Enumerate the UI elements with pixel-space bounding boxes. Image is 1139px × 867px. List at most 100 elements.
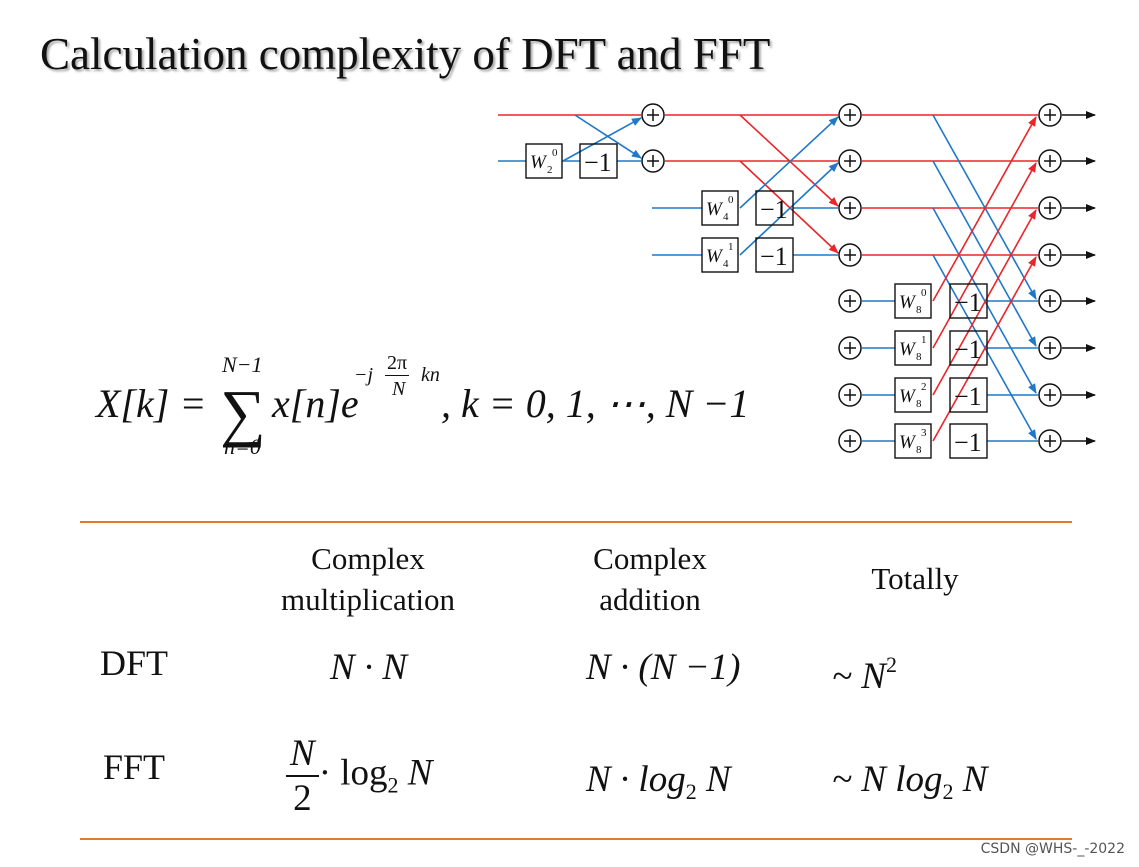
fft-mult-end: N (398, 752, 433, 794)
adder-node (838, 336, 862, 360)
negate-box: −1 (949, 377, 988, 413)
twiddle-label: W (706, 199, 724, 220)
fft-mult-num: N (286, 732, 319, 777)
fft-total: ~ N log2 N (832, 758, 987, 805)
formula-sum-lower: n=0 (224, 434, 261, 459)
signal-line (932, 116, 1037, 302)
formula-range: , k = 0, 1, ⋯, N −1 (441, 381, 750, 426)
negate-label: −1 (584, 148, 612, 177)
twiddle-sup: 0 (552, 147, 558, 159)
watermark: CSDN @WHS-_-2022 (980, 841, 1125, 857)
fft-total-main: ~ N log (832, 759, 943, 800)
signal-line (932, 209, 1037, 396)
butterfly-lines (498, 111, 1096, 445)
adder-node (1038, 429, 1062, 453)
adder-node (1038, 103, 1062, 127)
twiddle-sup: 2 (921, 381, 927, 393)
negate-label: −1 (954, 428, 982, 457)
twiddle-label: W (530, 152, 548, 173)
adder-node (838, 243, 862, 267)
negate-box: −1 (949, 283, 988, 319)
row-label-dft: DFT (100, 643, 169, 683)
adder-node (1038, 383, 1062, 407)
table-top-rule (80, 521, 1072, 523)
formula-exp-frac-den: N (392, 378, 406, 400)
adder-node (1038, 289, 1062, 313)
adder-node (838, 289, 862, 313)
signal-line (739, 116, 839, 209)
twiddle-sup: 0 (921, 287, 927, 299)
fft-mult-log: · log (318, 752, 388, 794)
dft-formula: X[k] = ∑ N−1 n=0 x[n]e −j 2π N kn , k = … (96, 352, 756, 459)
formula-sum-upper: N−1 (222, 352, 263, 377)
fft-add: N · log2 N (586, 758, 731, 805)
adder-node (838, 196, 862, 220)
formula-exponent: −j (354, 364, 374, 386)
signal-line (739, 162, 839, 256)
twiddle-sup: 1 (728, 241, 734, 253)
table-bottom-rule (80, 838, 1072, 840)
adder-node (1038, 243, 1062, 267)
fft-mult-den: 2 (293, 778, 312, 819)
negate-box: −1 (755, 190, 794, 226)
fft-add-end: N (696, 759, 731, 800)
dft-total-main: ~ N (832, 656, 886, 697)
col-header-line: Complex (311, 541, 425, 576)
adder-node (838, 149, 862, 173)
fft-mult: N 2 · log2 N (286, 732, 432, 820)
twiddle-label: W (706, 246, 724, 267)
fft-total-end: N (953, 759, 988, 800)
formula-exp-tail: kn (421, 364, 440, 386)
col-header-totally: Totally (850, 558, 980, 599)
negate-label: −1 (954, 335, 982, 364)
adder-node (641, 103, 665, 127)
negate-label: −1 (760, 242, 788, 271)
signal-line (739, 160, 839, 254)
signal-line (739, 114, 839, 207)
adder-node (1038, 149, 1062, 173)
fft-add-sub: 2 (685, 779, 697, 804)
adder-node (641, 149, 665, 173)
col-header-line: Totally (871, 561, 959, 596)
adder-node (1038, 196, 1062, 220)
twiddle-sub: 8 (916, 351, 922, 363)
col-header-multiplication: Complex multiplication (248, 538, 488, 620)
twiddle-sub: 8 (916, 304, 922, 316)
negate-label: −1 (954, 288, 982, 317)
signal-line (932, 114, 1037, 300)
fft-mult-sub: 2 (387, 772, 399, 798)
negate-label: −1 (760, 195, 788, 224)
signal-line (562, 117, 642, 162)
twiddle-sub: 2 (547, 164, 553, 176)
twiddle-label: W (899, 292, 917, 313)
negate-box: −1 (579, 143, 618, 179)
twiddle-sub: 8 (916, 398, 922, 410)
col-header-line: addition (599, 582, 701, 617)
dft-mult: N · N (330, 647, 408, 688)
twiddle-label: W (899, 386, 917, 407)
adder-node (1038, 336, 1062, 360)
butterfly-adders (641, 103, 1062, 453)
dft-total-exp: 2 (885, 652, 897, 677)
col-header-line: multiplication (281, 582, 455, 617)
dft-total: ~ N2 (832, 652, 897, 698)
dft-add: N · (N −1) (586, 647, 741, 688)
twiddle-sub: 4 (723, 258, 729, 270)
fft-add-main: N · log (586, 759, 686, 800)
adder-node (838, 383, 862, 407)
fft-total-sub: 2 (942, 779, 954, 804)
negate-box: −1 (755, 237, 794, 273)
adder-node (838, 103, 862, 127)
formula-exp-frac-num: 2π (385, 352, 410, 376)
formula-sigma: ∑ (220, 377, 266, 448)
col-header-line: Complex (593, 541, 707, 576)
signal-line (932, 207, 1037, 394)
col-header-addition: Complex addition (560, 538, 740, 620)
